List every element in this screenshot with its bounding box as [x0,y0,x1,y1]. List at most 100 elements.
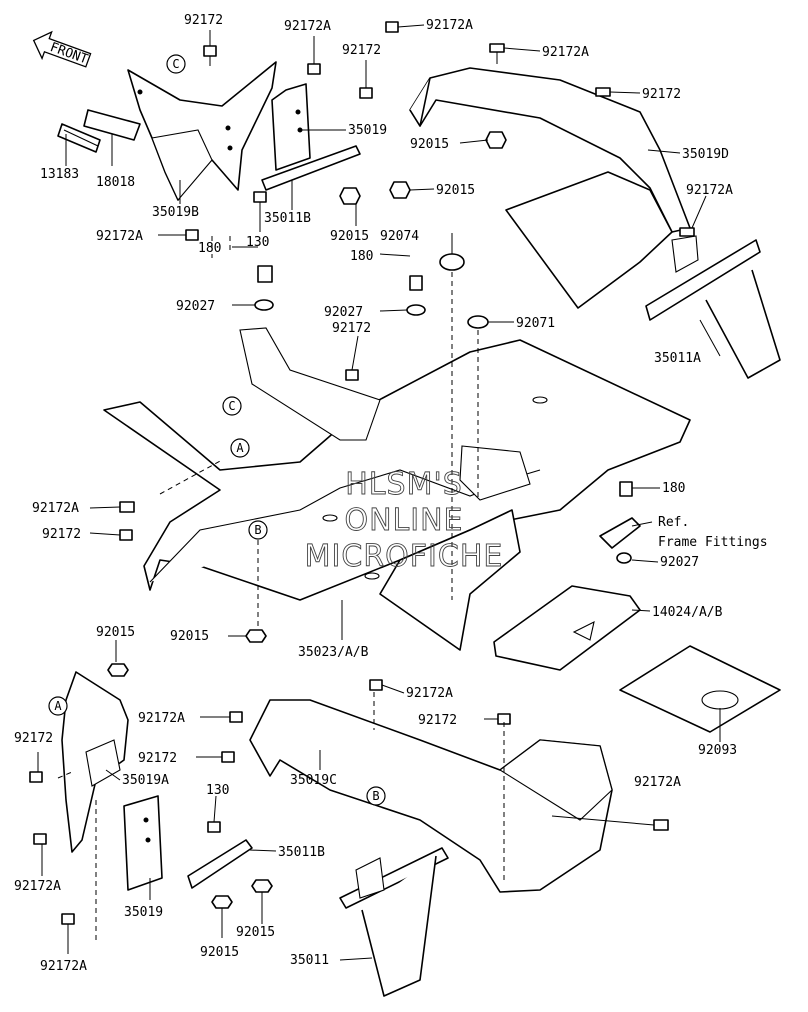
part-label: 92172A [406,686,453,701]
grommet-icon [467,315,489,329]
bolt-icon [221,751,235,763]
mud-flap-lower [123,795,163,891]
part-labels: 92172 92172A 92172A 92172 92172A 92172 3… [14,13,768,974]
part-label: 180 [662,481,685,496]
part-label: 92172 [642,87,681,102]
callout-b-lower: B [366,786,386,806]
bolt-icon [345,369,359,381]
tool-box-lid-14024 [493,585,641,671]
front-direction-arrow: FRONT [32,30,92,68]
watermark: HLSM'S ONLINE MICROFICHE [304,467,503,575]
part-label: 92015 [330,229,369,244]
part-label: 35019A [122,773,169,788]
part-label: 130 [246,235,269,250]
nut-icon [107,663,129,677]
part-label: 92172A [32,501,79,516]
bolt-icon [185,229,199,241]
part-label: 180 [350,249,373,264]
clip-13183 [57,123,101,153]
part-label: 35011B [278,845,325,860]
nut-icon [339,187,361,205]
part-label: 35019B [152,205,199,220]
washer-icon [254,299,274,311]
reflector-18018 [83,109,141,141]
watermark-line1: HLSM'S [345,467,463,502]
part-label: Frame Fittings [658,535,768,550]
part-label: 92172 [332,321,371,336]
front-fender-lower-left [61,671,129,853]
bolt-icon [33,833,47,845]
part-label: 92172A [634,775,681,790]
part-label: 92071 [516,316,555,331]
mud-flap-top [271,83,311,171]
part-label: 92015 [200,945,239,960]
part-label: 92093 [698,743,737,758]
callout-c-label: C [172,57,179,71]
nut-icon [245,629,267,643]
callout-b-mid: B [248,520,268,540]
part-label: 35019C [290,773,337,788]
front-fender-left [127,61,277,202]
rear-fender-lower-right [249,699,613,893]
callout-a-mid: A [230,438,250,458]
part-label: 92074 [380,229,419,244]
bracket-frame-fitting [599,517,641,549]
callout-c-top: C [166,54,186,74]
part-label: 14024/A/B [652,605,723,620]
bolt-icon [307,63,321,75]
part-label: 92015 [236,925,275,940]
bolt-icon [595,87,611,97]
part-label: 35019D [682,147,729,162]
bolt-icon [679,227,695,237]
bolt-icon [359,87,373,99]
part-label: 35023/A/B [298,645,369,660]
washer-icon [616,552,632,564]
part-label: 92015 [436,183,475,198]
mud-flap-bracket-35011B-top [261,145,361,191]
part-label: 92172A [686,183,733,198]
bolt-icon [653,819,669,831]
plate-92093 [619,645,781,733]
bolt-icon [203,45,217,66]
part-label: 35019 [124,905,163,920]
bolt-icon [253,191,267,203]
bracket-35011 [339,847,449,997]
part-label: 92172A [14,879,61,894]
bolt-icon [619,481,633,497]
nut-icon [389,181,411,199]
part-label: 92172 [14,731,53,746]
part-label: 35011B [264,211,311,226]
part-label: 92172 [418,713,457,728]
bolt-icon [61,913,75,925]
bolt-icon [29,771,43,783]
part-label: 92027 [176,299,215,314]
part-label: 130 [206,783,229,798]
watermark-line2: ONLINE [344,503,463,538]
bolt-icon [119,529,133,541]
bracket-35011A [645,235,781,379]
part-label: 92172A [426,18,473,33]
nut-icon [485,131,507,149]
bolt-icon [409,275,423,291]
part-label: 92015 [410,137,449,152]
bolt-icon [489,43,505,64]
part-label: 92015 [170,629,209,644]
part-label: 92027 [660,555,699,570]
part-label: 92172 [184,13,223,28]
part-label: 92172A [96,229,143,244]
part-label: 92172A [284,19,331,34]
callout-c-label: C [228,399,235,413]
part-label: 92172 [342,43,381,58]
front-label: FRONT [48,40,90,68]
part-label: 35011A [654,351,701,366]
part-label: 35011 [290,953,329,968]
callout-a-lower: A [48,696,68,716]
part-label: 92172A [542,45,589,60]
callout-b-label: B [254,523,261,537]
dashed-assembly-lines [57,232,505,940]
part-label: 92172 [138,751,177,766]
bolt-icon [119,501,135,513]
part-label: Ref. [658,515,689,530]
fasteners [29,21,695,925]
